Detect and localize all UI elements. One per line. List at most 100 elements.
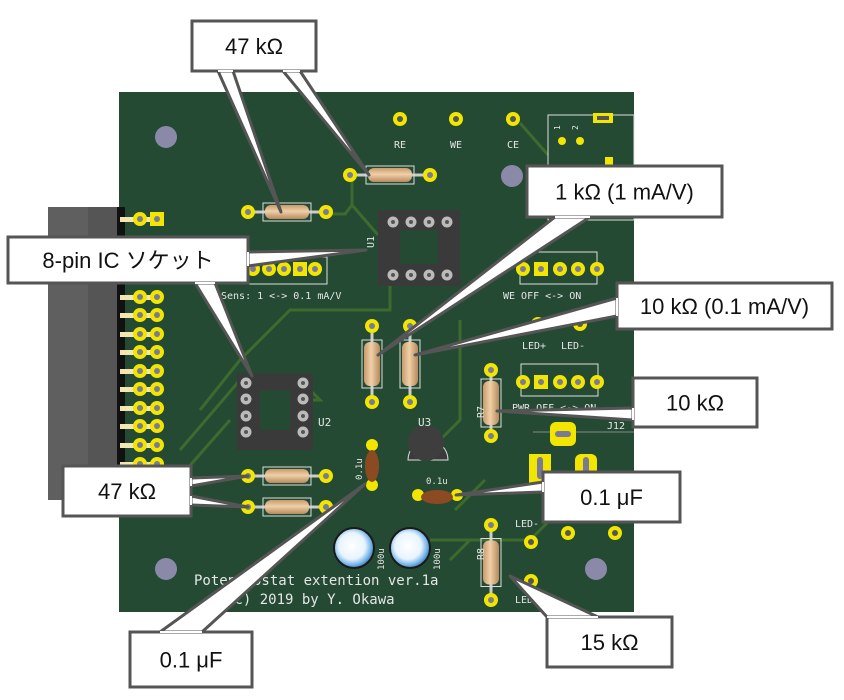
pad-hole	[137, 405, 143, 411]
socket-pin-hole	[301, 397, 305, 401]
pad-hole	[369, 399, 375, 405]
label-u3: U3	[418, 416, 431, 429]
pad-hole	[154, 405, 160, 411]
callout-label: 1 kΩ (1 mA/V)	[555, 180, 694, 205]
resistor-body	[368, 168, 412, 182]
pad-hole	[154, 331, 160, 337]
resistor	[480, 363, 502, 443]
callout-r-1k: 1 kΩ (1 mA/V)	[376, 164, 724, 357]
callout-box	[525, 164, 724, 219]
resistor-body	[265, 469, 309, 483]
pad-hole	[323, 473, 329, 479]
pad-hole	[137, 331, 143, 337]
callout-box	[631, 376, 759, 429]
connector-pin-1: 1	[553, 125, 562, 130]
socket-pin-hole	[409, 220, 413, 224]
pad-hole	[488, 522, 494, 528]
terminal-pads: RE WE CE	[393, 112, 520, 151]
resistor	[241, 497, 333, 517]
pad-hole	[538, 266, 544, 272]
pad-hole	[427, 172, 433, 178]
callout-box	[545, 615, 674, 669]
label-we: WE	[450, 140, 462, 151]
pad-hole	[154, 294, 160, 300]
socket-pin-hole	[244, 381, 248, 385]
pad-hole	[594, 266, 600, 272]
resistors	[241, 165, 502, 607]
resistor-body	[483, 540, 499, 585]
led-minus-label: LED-	[561, 341, 585, 352]
callout-label: 10 kΩ	[666, 391, 724, 416]
socket-pin-hole	[301, 381, 305, 385]
ic-socket-u2: U2	[237, 373, 331, 450]
callout-box	[541, 470, 682, 524]
ceramic-cap-horizontal: 0.1u	[412, 477, 463, 504]
resistor-body	[364, 342, 380, 386]
pad-hole	[154, 312, 160, 318]
pad-hole	[154, 368, 160, 374]
pad-hole	[594, 379, 600, 385]
callout-cap-bottom: 0.1 μF	[128, 482, 367, 689]
pad-hole	[137, 312, 143, 318]
pad-hole	[137, 216, 143, 222]
pad-hole	[323, 209, 329, 215]
regulator-u3: U3	[407, 416, 449, 461]
callout-label: 47 kΩ	[98, 479, 156, 504]
pad-hole	[323, 504, 329, 510]
led-minus-bottom-label: LED-	[515, 519, 539, 530]
resistor-body	[265, 500, 309, 514]
socket-pin-hole	[445, 220, 449, 224]
callout-box	[6, 235, 250, 285]
socket-pin-hole	[427, 220, 431, 224]
pad-hole	[557, 266, 563, 272]
socket-pin-hole	[244, 414, 248, 418]
resistor	[241, 202, 333, 222]
pad-hole	[369, 323, 375, 329]
mounting-hole	[501, 165, 523, 187]
resistor	[343, 165, 437, 185]
socket-pin-hole	[301, 414, 305, 418]
we-label: WE OFF <-> ON	[503, 291, 581, 302]
pad-hole	[488, 367, 494, 373]
footer-line-2: (C) 2019 by Y. Okawa	[226, 592, 395, 608]
socket-pin-hole	[244, 430, 248, 434]
pad-hole	[154, 386, 160, 392]
led-plus-label: LED+	[522, 341, 546, 352]
mounting-hole	[585, 558, 607, 580]
label-u1: U1	[366, 236, 377, 248]
led-pads-bottom: LED- LED+	[515, 519, 622, 606]
pad-hole	[266, 266, 272, 272]
pad-hole	[575, 379, 581, 385]
ceramic-cap-vertical: 0.1u	[355, 439, 379, 491]
sens-label: Sens: 1 <-> 0.1 mA/V	[221, 291, 341, 302]
pad-hole	[312, 266, 318, 272]
label-r7: R7	[476, 406, 487, 418]
label-ce: CE	[507, 140, 519, 151]
callout-label: 0.1 μF	[160, 648, 223, 673]
pad-hole	[575, 266, 581, 272]
cap-label-1: 0.1u	[355, 458, 365, 480]
resistor	[361, 319, 383, 409]
pad-hole	[488, 433, 494, 439]
callout-label: 15 kΩ	[580, 630, 638, 655]
socket-pin-hole	[409, 273, 413, 277]
pad-hole	[154, 349, 160, 355]
pad-hole	[297, 266, 303, 272]
callout-cap-right: 0.1 μF	[454, 470, 682, 524]
callout-label: 8-pin IC ソケット	[42, 248, 213, 273]
pad-hole	[154, 442, 160, 448]
callout-box	[190, 19, 318, 73]
socket-pin-hole	[445, 273, 449, 277]
resistor	[480, 518, 502, 607]
pad-hole	[137, 442, 143, 448]
pad-hole	[137, 294, 143, 300]
we-jumper: WE OFF <-> ON	[503, 251, 604, 302]
callout-r-10k-sens: 10 kΩ (0.1 mA/V)	[413, 281, 834, 357]
socket-pin-hole	[391, 220, 395, 224]
pad-hole	[137, 368, 143, 374]
pad-hole	[154, 216, 160, 222]
callout-label: 47 kΩ	[225, 34, 283, 59]
socket-pin-hole	[244, 397, 248, 401]
label-r8: R8	[476, 548, 487, 560]
